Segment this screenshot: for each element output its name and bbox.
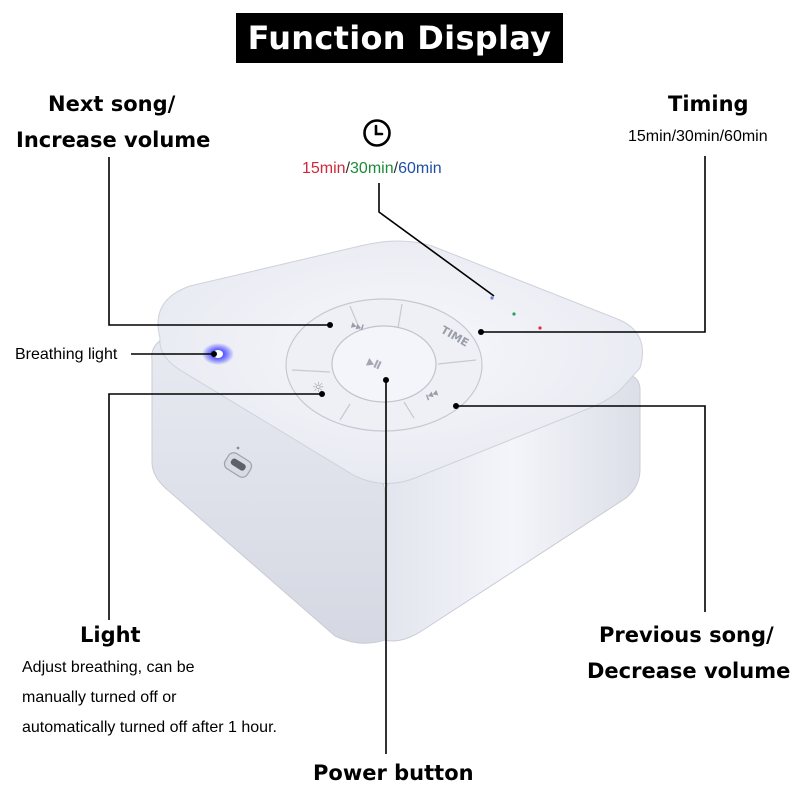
timer-led-blue bbox=[490, 296, 494, 300]
timer-option-60: 60min bbox=[398, 160, 442, 177]
previous-song-label-line1: Previous song/ bbox=[599, 623, 774, 647]
previous-track-icon: ⏮ bbox=[424, 386, 441, 405]
timer-option-15: 15min bbox=[302, 160, 346, 177]
light-desc-line3: automatically turned off after 1 hour. bbox=[22, 719, 277, 736]
timer-led-green bbox=[512, 312, 516, 316]
leader-previous bbox=[456, 405, 706, 612]
title-banner: Function Display bbox=[236, 13, 563, 63]
leader-timing bbox=[481, 156, 706, 333]
clock-icon bbox=[363, 119, 391, 147]
timing-label: Timing bbox=[668, 92, 749, 116]
timing-options-label: 15min/30min/60min bbox=[628, 128, 768, 145]
timer-sep-2: / bbox=[393, 160, 399, 177]
leader-next-song bbox=[108, 157, 330, 326]
previous-song-label-line2: Decrease volume bbox=[587, 659, 791, 683]
center-play-button[interactable] bbox=[331, 325, 437, 403]
timer-led-red bbox=[538, 326, 542, 330]
timer-option-30: 30min bbox=[350, 160, 394, 177]
power-button-label: Power button bbox=[313, 761, 474, 785]
timer-options-row: 15min/30min/60min bbox=[302, 160, 442, 178]
timer-sep-1: / bbox=[345, 160, 351, 177]
light-label: Light bbox=[80, 623, 141, 647]
leader-light bbox=[108, 393, 322, 620]
light-desc-line2: manually turned off or bbox=[22, 689, 177, 706]
leader-timer-options bbox=[378, 183, 495, 297]
next-song-label-line1: Next song/ bbox=[48, 92, 176, 116]
leader-lines bbox=[108, 156, 706, 754]
device-body: ⏭ TIME ☼ ⏮ ⏯ bbox=[151, 240, 643, 644]
next-song-label-line2: Increase volume bbox=[16, 128, 211, 152]
usb-port-icon bbox=[223, 446, 253, 478]
leader-dots bbox=[211, 322, 484, 409]
light-desc-line1: Adjust breathing, can be bbox=[22, 659, 195, 676]
breathing-light-label: Breathing light bbox=[15, 346, 118, 363]
next-track-icon: ⏭ bbox=[349, 317, 366, 336]
page-title: Function Display bbox=[247, 19, 552, 57]
